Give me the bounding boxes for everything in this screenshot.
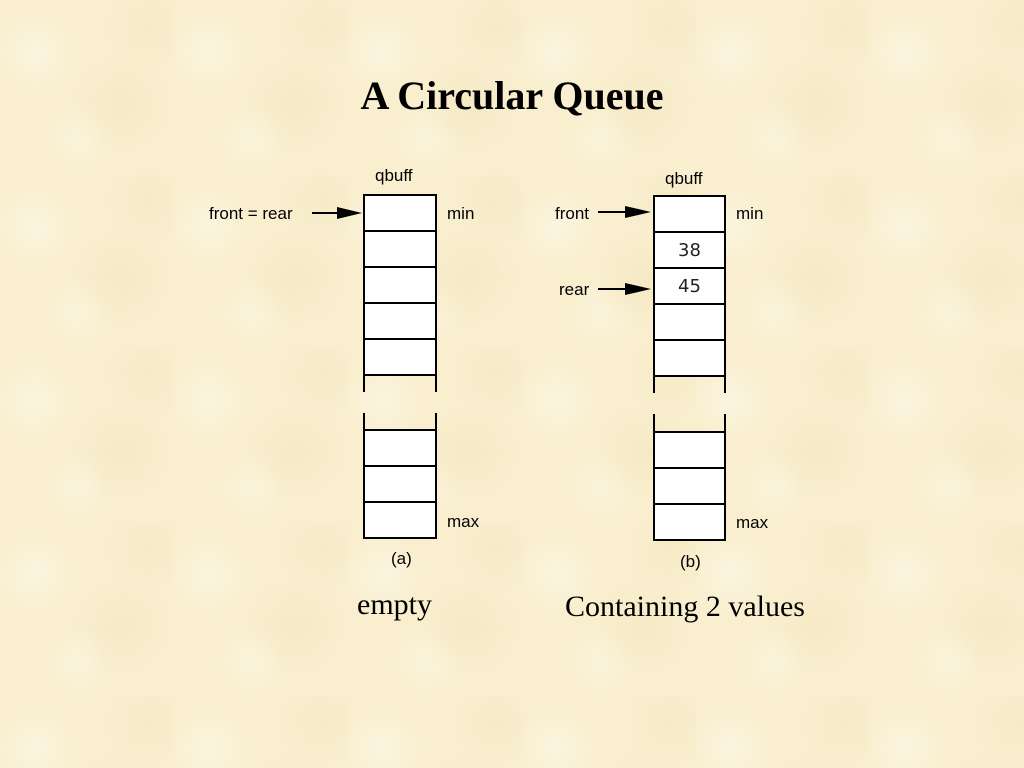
queue-cell	[363, 338, 437, 376]
min-label: min	[736, 204, 764, 223]
queue-cell	[653, 339, 726, 377]
break-marks	[363, 376, 437, 430]
queue-cell	[653, 431, 726, 469]
rear-pointer-label: rear	[559, 280, 590, 299]
queue-cell	[363, 501, 437, 539]
max-label: max	[736, 513, 769, 532]
arrow-icon	[598, 283, 651, 295]
diagram-caption: Containing 2 values	[565, 590, 805, 623]
break-marks	[653, 377, 726, 432]
diagram-caption: empty	[357, 588, 432, 621]
queue-cell	[363, 266, 437, 304]
queue-cell	[653, 503, 726, 541]
min-label: min	[447, 204, 475, 223]
queue-cell	[653, 195, 726, 233]
arrow-icon	[598, 206, 651, 218]
arrow-icon	[312, 207, 362, 219]
front-rear-pointer-label: front = rear	[209, 204, 293, 223]
queue-cell	[363, 194, 437, 232]
max-label: max	[447, 512, 480, 531]
slide-title: A Circular Queue	[360, 73, 664, 118]
qbuff-label: qbuff	[665, 169, 703, 188]
diagram-sublabel: (b)	[680, 552, 701, 571]
diagram-sublabel: (a)	[391, 549, 412, 568]
qbuff-label: qbuff	[375, 166, 413, 185]
front-pointer-label: front	[555, 204, 590, 223]
queue-cell: 38	[653, 231, 726, 269]
queue-cell	[363, 302, 437, 340]
